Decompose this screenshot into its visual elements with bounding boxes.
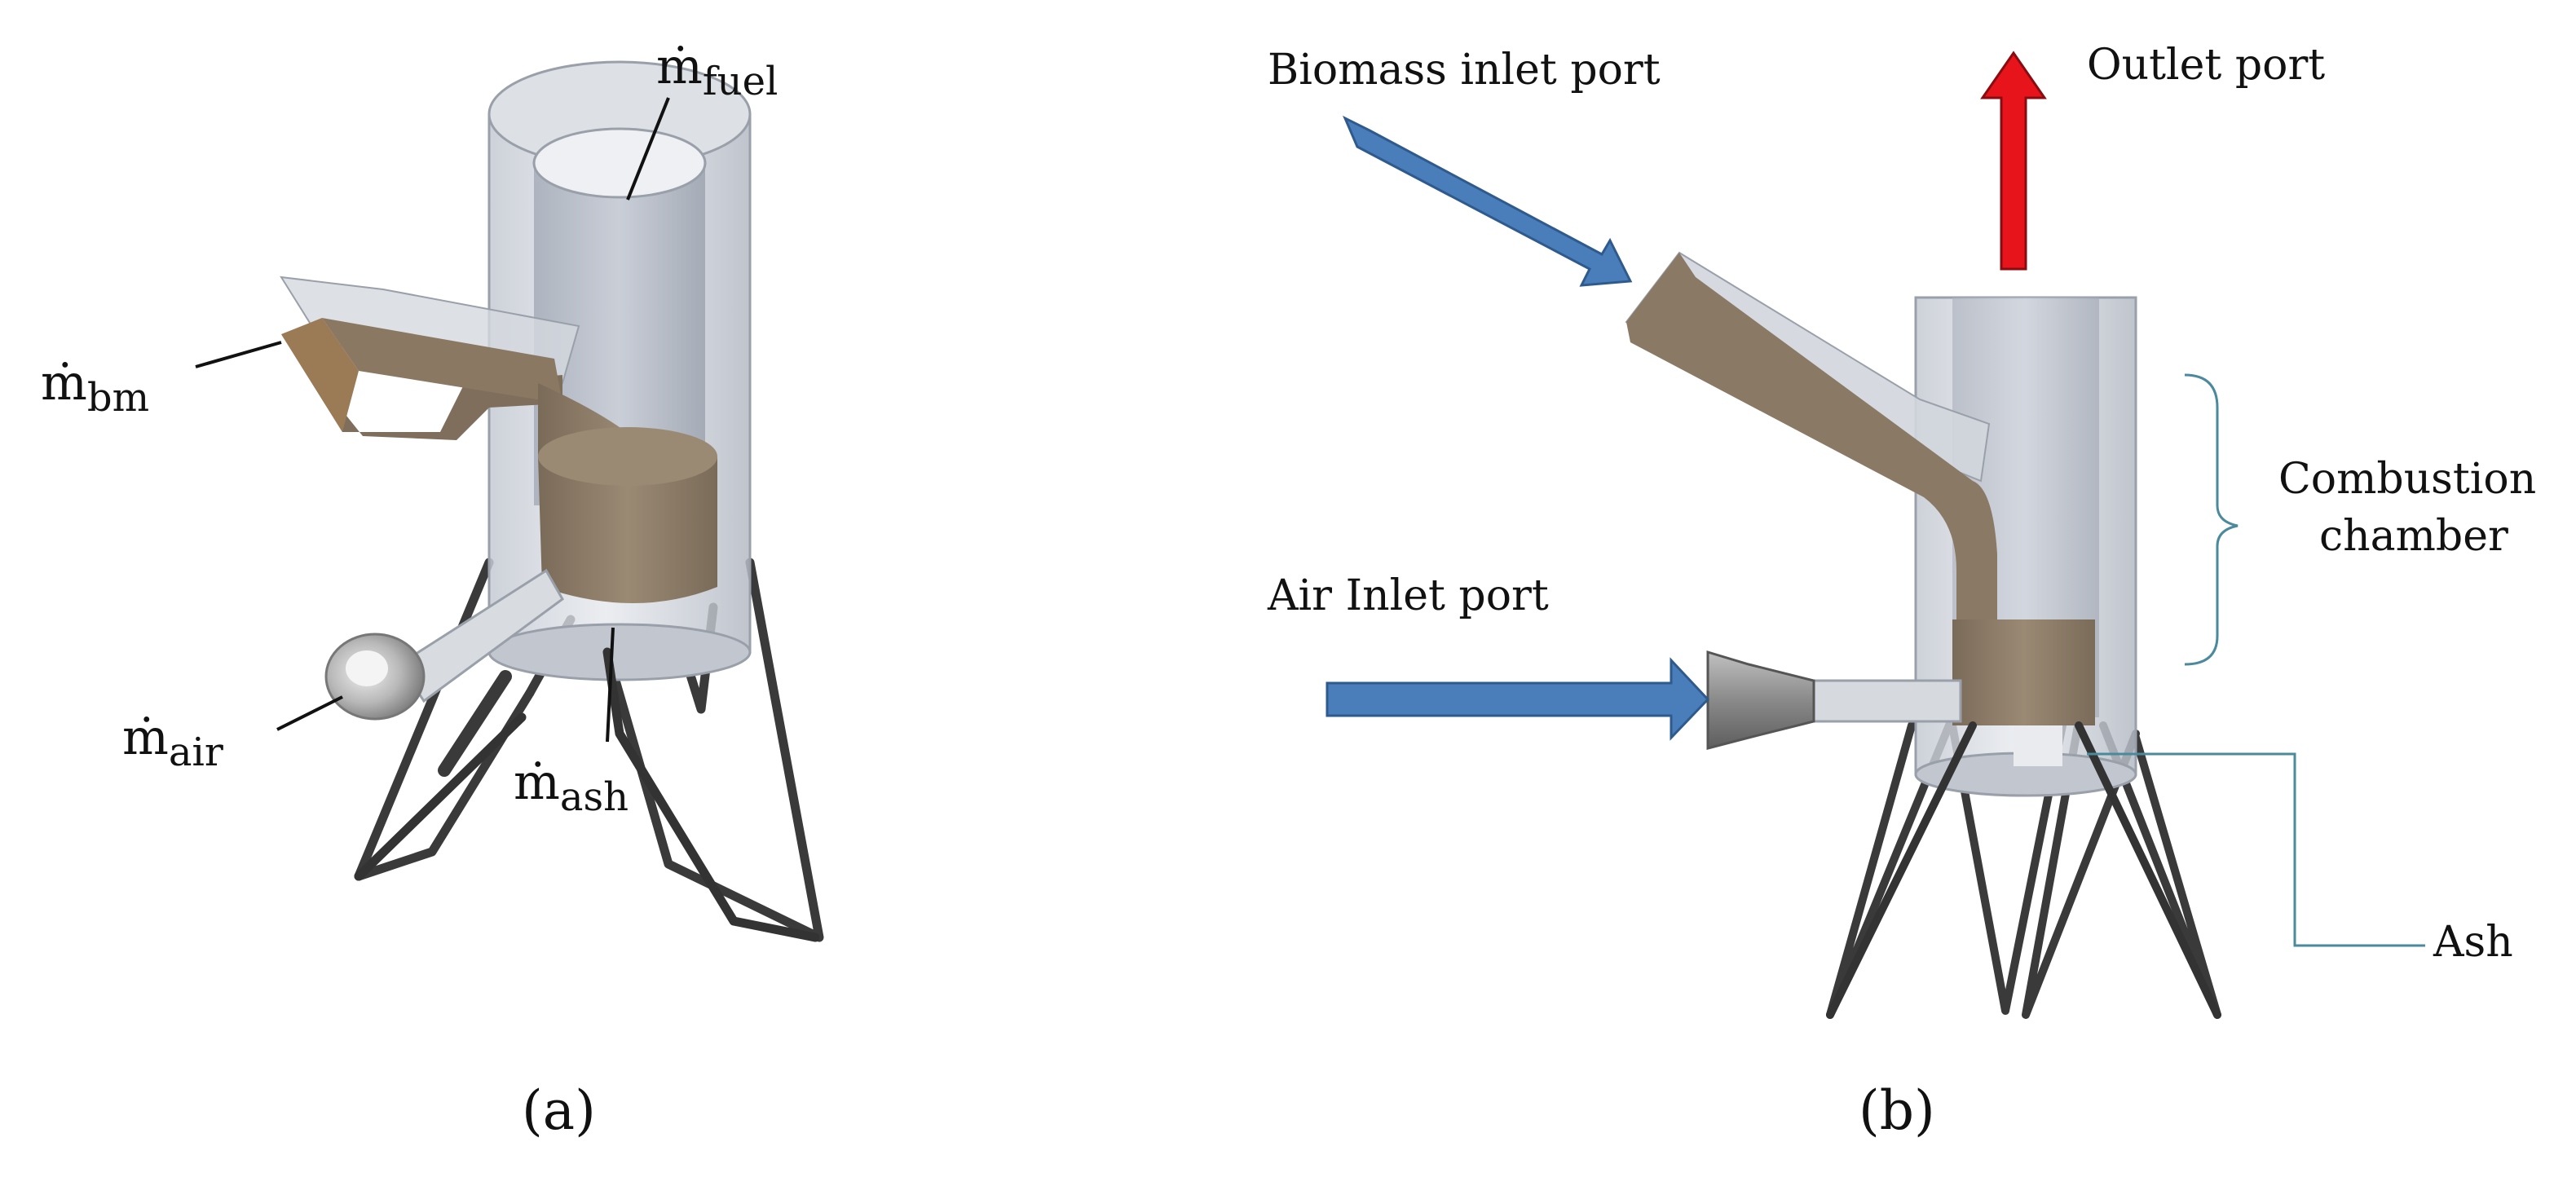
label-biomass-inlet: Biomass inlet port — [1268, 46, 1661, 95]
label-m-bm: ṁbm — [41, 355, 149, 421]
label-m-fuel: ṁfuel — [656, 38, 778, 104]
caption-a: (a) — [522, 1079, 596, 1142]
label-m-ash: ṁash — [514, 754, 629, 820]
air-inlet-a — [324, 568, 564, 721]
leaders-a — [195, 97, 670, 743]
label-chamber: chamber — [2319, 512, 2508, 561]
panel-b — [1325, 51, 2425, 1019]
label-m-air: ṁair — [122, 709, 223, 775]
panel-a — [195, 60, 824, 942]
label-outlet: Outlet port — [2087, 41, 2325, 90]
biomass-inlet-arrow — [1343, 115, 1633, 287]
air-inlet-arrow — [1325, 657, 1710, 741]
label-ash: Ash — [2433, 918, 2513, 967]
biomass-b — [1626, 253, 2095, 725]
outlet-arrow — [1980, 51, 2047, 271]
legs-a-front — [354, 647, 820, 942]
legs-b-front — [1826, 721, 2221, 1019]
caption-b: (b) — [1859, 1079, 1935, 1142]
ash-leader — [2087, 752, 2425, 947]
label-combustion: Combustion — [2278, 455, 2536, 504]
combustion-bracket — [2184, 373, 2239, 666]
air-inlet-b — [1706, 650, 1962, 750]
label-air-inlet: Air Inlet port — [1267, 571, 1549, 620]
biomass-a — [281, 318, 717, 603]
